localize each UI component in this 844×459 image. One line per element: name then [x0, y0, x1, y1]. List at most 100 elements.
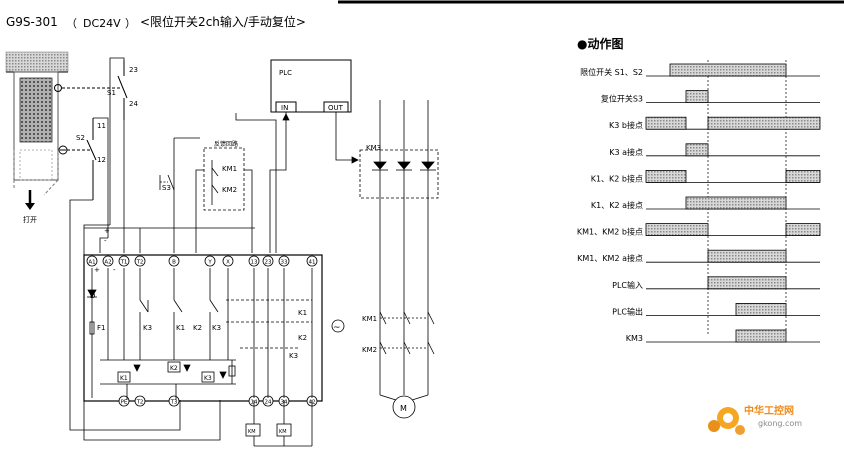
- plc-out-label: OUT: [328, 104, 344, 112]
- timing-pulse-6-0: [645, 223, 709, 237]
- timing-label-9: PLC输出: [612, 306, 643, 316]
- km2-contact-label: KM2: [362, 346, 377, 354]
- terminal-label-33: 33: [281, 260, 288, 266]
- limit-switch-s1: [54, 60, 128, 120]
- terminal-23: [262, 255, 274, 267]
- title-model: G9S-301: [6, 15, 58, 29]
- timing-label-7: KM1、KM2 a接点: [577, 253, 643, 263]
- title-paren-close: ）: [125, 17, 136, 30]
- motor-circuit: [359, 100, 439, 419]
- bottom-km2: KM: [279, 429, 287, 435]
- motor-label: M: [400, 404, 407, 413]
- terminal-b-label-4: 24: [265, 400, 272, 406]
- contact-k3-label: K3: [143, 324, 152, 332]
- terminal-b-t2-1: [134, 395, 146, 407]
- contact-k3b-label: K3: [212, 324, 221, 332]
- timing-label-1: 复位开关S3: [601, 94, 643, 104]
- timing-pulse-1-0: [685, 90, 709, 103]
- timing-pulse-3-0: [685, 143, 709, 157]
- relay-k3-box-label: K3: [204, 375, 212, 382]
- terminal-t1: [118, 255, 130, 267]
- bottom-km1: KM: [248, 429, 256, 435]
- feedback-km1-label: KM1: [222, 165, 237, 173]
- watermark: 中华工控网 gkong.com: [708, 404, 802, 435]
- k3-label: K3: [289, 352, 298, 360]
- timing-pulse-8-0: [707, 276, 787, 290]
- terminal-label-t1: T1: [120, 260, 128, 266]
- terminal-label-b: B: [172, 260, 176, 266]
- terminal-13: [248, 255, 260, 267]
- title-voltage: DC24V: [83, 17, 121, 30]
- k2-label: K2: [298, 334, 307, 342]
- timing-pulse-4-1: [785, 169, 821, 183]
- terminal-a2: [102, 255, 114, 267]
- timing-pulse-2-0: [645, 116, 687, 130]
- plc-in-label: IN: [281, 104, 288, 112]
- terminal-t2: [134, 255, 146, 267]
- open-label: 打开: [23, 215, 37, 224]
- km1-contact-label: KM1: [362, 315, 377, 323]
- contact-k1-label: K1: [176, 324, 185, 332]
- supply-plus: +: [104, 227, 110, 235]
- plc-label: PLC: [279, 69, 292, 77]
- terminal-label-x: X: [226, 260, 230, 266]
- down-arrow-icon: [25, 190, 35, 210]
- timing-pulse-0-0: [669, 63, 787, 77]
- timing-pulse-4-0: [645, 169, 687, 183]
- guard-door: [5, 51, 69, 196]
- timing-pulse-5-0: [685, 196, 787, 210]
- internal-circuit: [87, 268, 236, 400]
- terminal-b-t3-2: [168, 395, 180, 407]
- terminal-41: [306, 255, 318, 267]
- switch-wiring: [69, 57, 255, 441]
- terminal-b-label-2: T3: [170, 400, 178, 406]
- terminal-24-label: 24: [129, 100, 138, 108]
- fuse-f1-label: F1: [97, 324, 105, 332]
- ac-symbol-icon: [331, 319, 345, 333]
- contact-k2-label: K2: [193, 324, 202, 332]
- timing-pulse-2-1: [707, 116, 821, 130]
- timing-label-3: K3 a接点: [609, 147, 643, 157]
- timing-label-2: K3 b接点: [609, 120, 643, 130]
- timing-label-10: KM3: [626, 334, 643, 343]
- relay-k1-box-label: K1: [120, 375, 128, 382]
- terminal-b-label-1: T2: [136, 400, 144, 406]
- terminal-label-a2: A2: [104, 260, 111, 266]
- terminal-label-23: 23: [265, 260, 272, 266]
- limit-switch-s2: [58, 118, 97, 200]
- timing-pulse-9-0: [735, 302, 787, 316]
- a1-plus: +: [94, 266, 100, 274]
- terminal-a1: [86, 255, 98, 267]
- timing-label-6: KM1、KM2 b接点: [577, 227, 643, 237]
- terminal-b-label-0: PE: [121, 400, 128, 406]
- reset-switch-s3: [159, 137, 200, 253]
- terminal-b-pe-0: [118, 395, 130, 407]
- title-paren-open: （: [66, 17, 77, 30]
- terminal-b: [168, 255, 180, 267]
- terminal-label-41: 41: [309, 260, 316, 266]
- plc-wiring: [235, 112, 359, 253]
- km3-triac-icons: [372, 161, 436, 171]
- feedback-km2-label: KM2: [222, 186, 237, 194]
- timing-label-5: K1、K2 a接点: [591, 200, 643, 210]
- timing-label-4: K1、K2 b接点: [591, 173, 643, 183]
- s1-label: S1: [107, 89, 116, 97]
- relay-unit-box: [83, 254, 323, 402]
- timing-pulse-6-1: [785, 223, 821, 237]
- terminal-23-label: 23: [129, 66, 138, 74]
- gear-icon: [708, 407, 745, 435]
- timing-pulse-7-0: [707, 249, 787, 263]
- relay-k2-box-label: K2: [170, 365, 178, 372]
- k1-label: K1: [298, 309, 307, 317]
- terminal-label-13: 13: [251, 260, 258, 266]
- feedback-loop: [195, 147, 253, 253]
- supply-minus: -: [104, 237, 107, 245]
- s3-label: S3: [162, 184, 171, 192]
- bottom-km-blocks: [245, 400, 313, 447]
- terminal-12-label: 12: [97, 156, 106, 164]
- watermark-url: gkong.com: [758, 419, 802, 428]
